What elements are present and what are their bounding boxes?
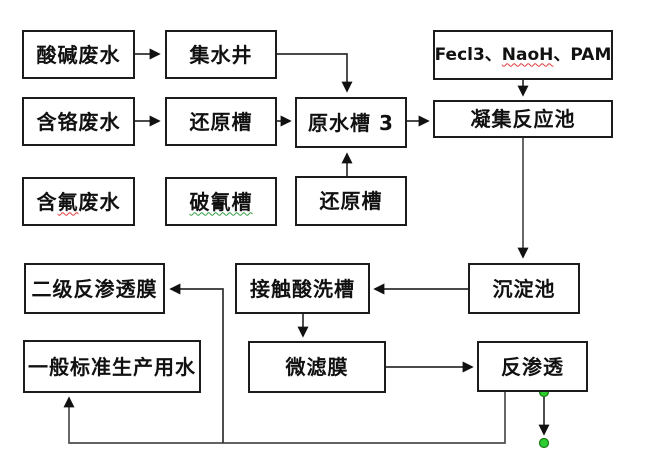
node-label: 反渗透 — [501, 354, 564, 379]
fluoride-prefix: 含 — [36, 189, 58, 214]
node-chemicals[interactable]: Fecl3、NaoH、PAM — [433, 30, 613, 80]
node-label: 原水槽 3 — [308, 110, 394, 135]
connector-return-to-secondary-ro[interactable] — [169, 283, 224, 443]
connector-ro-return-to-general-water[interactable] — [63, 392, 506, 444]
node-label: 还原槽 — [189, 109, 253, 134]
node-raw-water-tank[interactable]: 原水槽 3 — [295, 97, 407, 148]
node-label: 微滤膜 — [285, 355, 349, 379]
node-label: Fecl3、NaoH、PAM — [434, 44, 612, 65]
chemicals-misspelled-word: NaoH — [501, 44, 554, 65]
selection-handle-bottom[interactable] — [538, 437, 550, 449]
node-acid-alkali-wastewater[interactable]: 酸碱废水 — [22, 30, 135, 79]
node-chromium-wastewater[interactable]: 含铬废水 — [22, 97, 135, 146]
chemicals-suffix: 、PAM — [553, 44, 612, 65]
node-fluoride-wastewater[interactable]: 含氟废水 — [22, 177, 135, 226]
node-label: 破氰槽 — [189, 189, 253, 214]
node-label: 二级反渗透膜 — [31, 276, 158, 301]
node-cyanide-breaking-tank[interactable]: 破氰槽 — [165, 177, 277, 226]
node-label: 接触酸洗槽 — [250, 276, 355, 301]
node-label: 酸碱废水 — [36, 42, 121, 67]
node-label: 含氟废水 — [37, 192, 121, 212]
node-contact-acid-wash-tank[interactable]: 接触酸洗槽 — [235, 263, 370, 314]
node-label: 还原槽 — [319, 189, 383, 213]
node-label: 一般标准生产用水 — [28, 354, 196, 379]
node-reverse-osmosis[interactable]: 反渗透 — [477, 341, 588, 392]
node-label: 沉淀池 — [492, 276, 556, 301]
fluoride-marked-char: 氟 — [57, 189, 79, 214]
fluoride-suffix: 废水 — [78, 189, 121, 214]
node-general-standard-production-water[interactable]: 一般标准生产用水 — [23, 340, 201, 393]
chemicals-prefix: Fecl3、 — [434, 44, 502, 65]
node-secondary-ro-membrane[interactable]: 二级反渗透膜 — [24, 263, 165, 314]
node-collection-well[interactable]: 集水井 — [165, 30, 277, 79]
connector-well-to-rawtank[interactable] — [277, 53, 353, 93]
node-reduction-tank-2[interactable]: 还原槽 — [295, 176, 407, 226]
node-label: 集水井 — [189, 42, 253, 67]
node-sedimentation-tank[interactable]: 沉淀池 — [468, 263, 580, 314]
node-coagulation-reaction-tank[interactable]: 凝集反应池 — [433, 100, 613, 138]
node-label: 凝集反应池 — [470, 107, 576, 131]
node-microfiltration-membrane[interactable]: 微滤膜 — [248, 341, 386, 393]
node-reduction-tank-1[interactable]: 还原槽 — [165, 97, 277, 146]
node-label: 含铬废水 — [36, 109, 121, 134]
